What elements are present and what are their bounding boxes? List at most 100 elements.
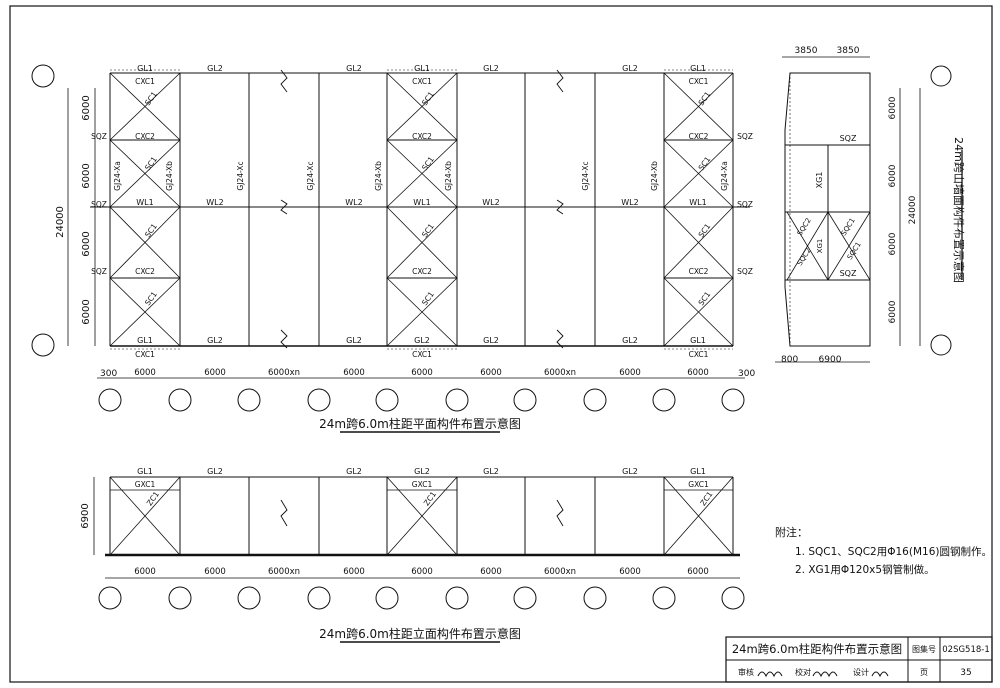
plan-bottom-dim-6: 6000xn (544, 368, 576, 378)
plan-sc1-1-0: SC1 (420, 90, 436, 107)
gable-side-dim-1: 6000 (888, 96, 898, 119)
plan-grid-circle-a (31, 64, 55, 88)
plan-axis-circle-1 (168, 388, 192, 412)
plan-title: 24m跨6.0m柱距平面构件布置示意图 (319, 416, 521, 431)
gable-top-dim-2: 3850 (837, 46, 860, 56)
elev-axis-circle-6 (513, 586, 537, 610)
elev-bottom-dim-6: 6000xn (544, 567, 576, 577)
gable-side-dim-4: 6000 (888, 300, 898, 323)
plan-truss-label-5: GJ24-Xb (444, 161, 453, 191)
elev-zc1-label-2: ZC1 (698, 490, 714, 508)
elev-break-mark-0 (280, 499, 288, 527)
plan-sqz-right-0: SQZ (737, 132, 753, 141)
gable-xg1-mid: XG1 (816, 239, 824, 254)
plan-edge-dim-right: 300 (738, 369, 755, 379)
gable-side-dim-3: 6000 (888, 232, 898, 255)
plan-truss-label-3: GJ24-Xc (306, 161, 315, 190)
plan-bottom-dim-7: 6000 (619, 368, 641, 378)
elev-bottom-dim-1: 6000 (204, 567, 226, 577)
plan-wl-label-1: WL2 (206, 198, 223, 207)
plan-brace-b-1-3 (386, 277, 458, 347)
plan-bottom-dim-1: 6000 (204, 368, 226, 378)
page-number: 35 (960, 668, 971, 678)
plan-bottom-label-6: GL1 (690, 336, 706, 345)
gable-sqc2-label: SQC2 (796, 217, 813, 238)
plan-bottom-label-5: GL2 (622, 336, 638, 345)
signature-review (757, 671, 783, 678)
plan-cxc1-bot-2: CXC1 (689, 350, 709, 359)
elev-break-mark-1 (556, 499, 564, 527)
plan-wl-label-0: WL1 (136, 198, 153, 207)
elev-axis-circle-5 (445, 586, 469, 610)
plan-brace-b-0-3 (109, 277, 181, 347)
review-label: 审核 (738, 667, 754, 677)
elev-height-dim: 6900 (80, 503, 91, 528)
gable-view: 3850 3850 6000 6000 6000 6000 24000 800 … (775, 46, 966, 365)
plan-axis-circle-7 (583, 388, 607, 412)
plan-axis-circle-5 (445, 388, 469, 412)
plan-grid-circle-b (31, 333, 55, 357)
elev-axis-circle-2 (237, 586, 261, 610)
gable-top-dim-1: 3850 (795, 46, 818, 56)
plan-truss-label-7: GJ24-Xb (650, 161, 659, 191)
gable-title: 24m跨山墙面构件布置示意图 (952, 137, 966, 283)
plan-bottom-dim-0: 6000 (134, 368, 156, 378)
page-label: 页 (920, 668, 928, 677)
plan-cxc1-bot-1: CXC1 (412, 350, 432, 359)
elev-axis-circle-8 (652, 586, 676, 610)
gable-xg1-top: XG1 (815, 172, 824, 189)
plan-bottom-dim-4: 6000 (411, 368, 433, 378)
plan-truss-label-8: GJ24-Xa (720, 161, 729, 191)
check-label: 校对 (795, 667, 811, 677)
elev-zc1-label-1: ZC1 (422, 490, 438, 508)
plan-wl-label-2: WL2 (345, 198, 362, 207)
plan-bottom-label-4: GL2 (483, 336, 499, 345)
plan-row-dim-1: 6000 (81, 95, 92, 120)
plan-bottom-label-2: GL2 (346, 336, 362, 345)
elev-top-label-1: GL2 (207, 467, 223, 476)
plan-cxc2-b-1: CXC2 (412, 267, 432, 276)
plan-brace-b-2-0 (663, 72, 734, 141)
plan-sqz-left-0: SQZ (91, 132, 107, 141)
signature-design (871, 671, 889, 678)
elev-axis-circle-7 (583, 586, 607, 610)
gable-sqz-2: SQZ (840, 269, 857, 278)
plan-sc1-0-3: SC1 (143, 290, 159, 307)
elev-bottom-dim-2: 6000xn (268, 567, 300, 577)
gable-side-dim-2: 6000 (888, 164, 898, 187)
plan-top-label-0: GL1 (137, 64, 153, 73)
plan-axis-circle-4 (375, 388, 399, 412)
plan-bottom-label-1: GL2 (207, 336, 223, 345)
elev-bottom-dim-7: 6000 (619, 567, 641, 577)
plan-cxc1-bot-0: CXC1 (135, 350, 155, 359)
plan-bottom-dim-8: 6000 (687, 368, 709, 378)
plan-truss-label-2: GJ24-Xc (236, 161, 245, 190)
elev-zc1-label-0: ZC1 (145, 490, 161, 508)
plan-cxc1-top-1: CXC1 (412, 77, 432, 86)
plan-sc1-2-0: SC1 (697, 90, 713, 107)
plan-bottom-label-3: GL2 (414, 336, 430, 345)
plan-truss-label-4: GJ24-Xb (374, 161, 383, 191)
title-block: 24m跨6.0m柱距构件布置示意图 图集号 02SG518-1 页 35 审核 … (725, 636, 993, 683)
plan-break-mark-1-0 (556, 69, 564, 93)
plan-cxc2-a-0: CXC2 (135, 132, 155, 141)
elev-axis-circle-4 (375, 586, 399, 610)
design-label: 设计 (853, 667, 869, 677)
plan-top-label-5: GL2 (622, 64, 638, 73)
plan-sqz-right-2: SQZ (737, 267, 753, 276)
plan-bottom-dim-2: 6000xn (268, 368, 300, 378)
note-1: 1. SQC1、SQC2用Φ16(M16)圆钢制作。 (795, 545, 992, 558)
plan-break-mark-1-1 (556, 199, 564, 215)
plan-wl-label-6: WL1 (689, 198, 706, 207)
plan-cxc1-top-2: CXC1 (689, 77, 709, 86)
elev-bottom-dim-0: 6000 (134, 567, 156, 577)
plan-brace-b-2-3 (663, 277, 734, 347)
plan-top-label-4: GL2 (483, 64, 499, 73)
plan-axis-circle-0 (98, 388, 122, 412)
signature-check (812, 671, 838, 678)
plan-cxc2-a-2: CXC2 (689, 132, 709, 141)
